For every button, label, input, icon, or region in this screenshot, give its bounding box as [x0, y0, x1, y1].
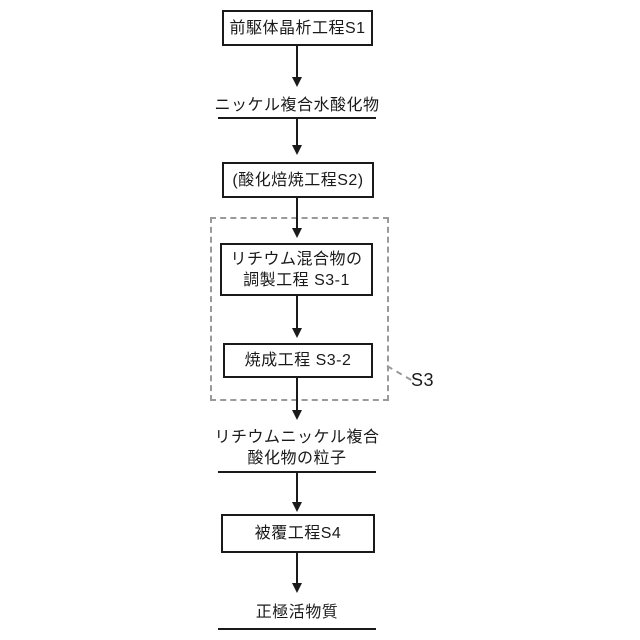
flow-line-1: [296, 46, 298, 79]
process-box-s3-1-label-line2: 調製工程 S3-1: [243, 271, 350, 289]
flow-line-7: [296, 553, 298, 585]
arrow-down-icon: [292, 502, 302, 512]
flow-line-2: [296, 119, 298, 147]
arrow-down-icon: [292, 583, 302, 593]
process-box-s4-label: 被覆工程S4: [254, 525, 342, 542]
process-box-s1: 前駆体晶析工程S1: [222, 10, 373, 46]
process-box-s3-2: 焼成工程 S3-2: [223, 343, 373, 378]
material-label-line: ニッケル複合水酸化物: [214, 97, 380, 114]
process-box-s3-1: リチウム混合物の 調製工程 S3-1: [220, 243, 373, 296]
arrow-down-icon: [292, 328, 302, 338]
process-box-s4: 被覆工程S4: [221, 514, 375, 553]
flow-line-3: [296, 198, 298, 230]
arrow-down-icon: [292, 228, 302, 238]
material-label-line: リチウムニッケル複合: [214, 429, 380, 446]
flow-line-5: [296, 378, 298, 412]
material-label-nickel-hydroxide: ニッケル複合水酸化物: [157, 95, 437, 116]
s3-group-outline: [210, 217, 389, 401]
material-label-line: 酸化物の粒子: [247, 450, 347, 467]
s3-leader-line: [386, 365, 412, 381]
arrow-down-icon: [292, 145, 302, 155]
material-underline: [218, 117, 376, 119]
material-underline: [218, 471, 376, 473]
process-box-s3-2-label: 焼成工程 S3-2: [244, 352, 352, 369]
material-label-cathode-active-material: 正極活物質: [157, 602, 437, 623]
process-box-s1-label: 前駆体晶析工程S1: [229, 19, 366, 37]
flow-line-6: [296, 473, 298, 504]
material-underline: [218, 628, 376, 630]
material-label-lithium-nickel-oxide: リチウムニッケル複合 酸化物の粒子: [157, 427, 437, 469]
process-box-s2: (酸化焙焼工程S2): [222, 162, 374, 198]
process-box-s3-1-label-line1: リチウム混合物の: [230, 250, 363, 268]
flow-line-4: [296, 296, 298, 330]
arrow-down-icon: [292, 77, 302, 87]
process-box-s2-label: (酸化焙焼工程S2): [232, 171, 364, 189]
arrow-down-icon: [292, 410, 302, 420]
material-label-line: 正極活物質: [255, 604, 339, 621]
s3-group-label: S3: [411, 370, 435, 390]
